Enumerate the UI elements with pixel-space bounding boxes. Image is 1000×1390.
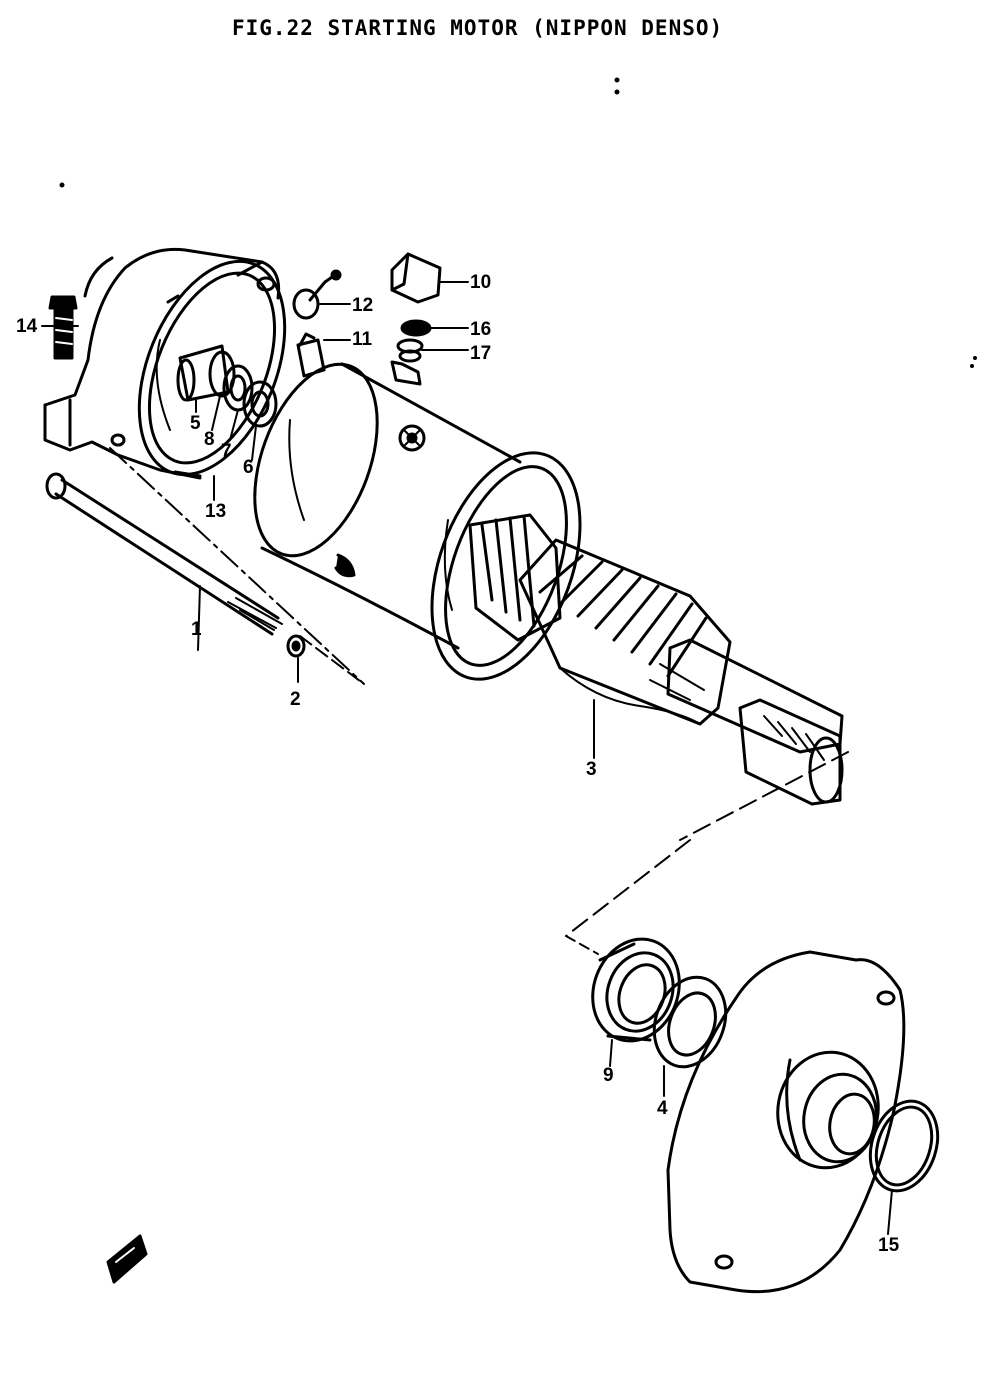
callout-12: 12 bbox=[352, 295, 374, 316]
leader-lines bbox=[41, 281, 893, 1235]
callout-14: 14 bbox=[16, 316, 38, 337]
callout-6: 6 bbox=[243, 457, 254, 478]
washer-part-6 bbox=[242, 380, 278, 428]
callout-2: 2 bbox=[290, 689, 301, 710]
suzuki-stamp-logo bbox=[106, 1234, 148, 1284]
nut-part-16 bbox=[400, 319, 432, 337]
callout-5: 5 bbox=[190, 413, 201, 434]
terminal-cap-part-10 bbox=[390, 252, 442, 304]
callout-11: 11 bbox=[352, 329, 373, 350]
callout-3: 3 bbox=[586, 759, 597, 780]
yoke-field-frame bbox=[253, 360, 582, 681]
drive-end-housing bbox=[666, 950, 906, 1294]
callout-10: 10 bbox=[470, 272, 492, 293]
assembly-alignment-lines bbox=[109, 447, 849, 955]
callout-7: 7 bbox=[221, 441, 232, 462]
end-frame-part-13 bbox=[43, 247, 287, 480]
brush-spring-part-12 bbox=[292, 269, 342, 320]
washer-part-17 bbox=[396, 338, 424, 363]
scan-specks bbox=[59, 77, 977, 368]
bolt-part-14 bbox=[48, 295, 78, 360]
brush-part-11 bbox=[296, 332, 326, 378]
callout-9: 9 bbox=[603, 1065, 614, 1086]
callout-16: 16 bbox=[470, 319, 492, 340]
lock-washer-part-2 bbox=[286, 634, 306, 658]
o-ring-part-15 bbox=[868, 1099, 940, 1193]
bearing-part-4 bbox=[652, 975, 728, 1069]
callout-15: 15 bbox=[878, 1235, 900, 1256]
callout-4: 4 bbox=[657, 1098, 668, 1119]
bushing-part-5 bbox=[176, 344, 230, 402]
callout-8: 8 bbox=[204, 429, 215, 450]
armature-part-3 bbox=[468, 513, 844, 806]
callout-17: 17 bbox=[470, 343, 492, 364]
figure-title: FIG.22 STARTING MOTOR (NIPPON DENSO) bbox=[232, 16, 724, 40]
callout-13: 13 bbox=[205, 501, 227, 522]
through-bolt-part-1 bbox=[45, 472, 283, 636]
oil-seal-part-9 bbox=[591, 937, 681, 1043]
callout-1: 1 bbox=[191, 619, 202, 640]
washer-part-8 bbox=[208, 350, 236, 398]
